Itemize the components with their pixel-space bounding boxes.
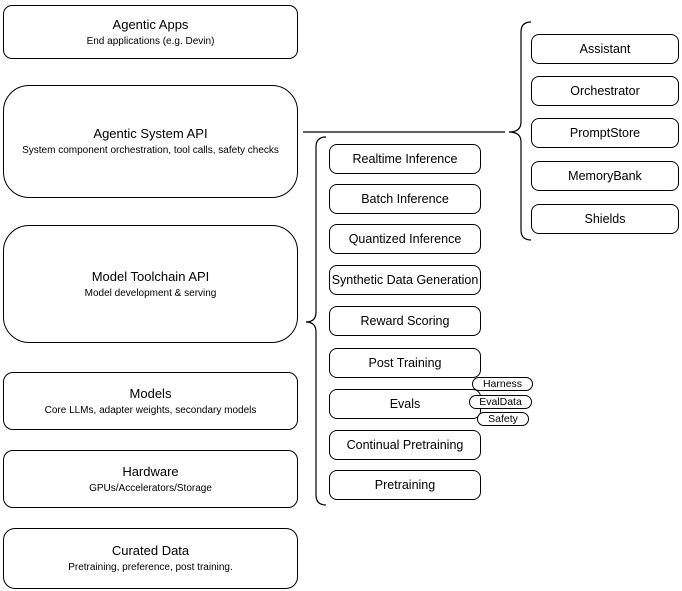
tag-safety: Safety [477,412,529,426]
node-agentic-system-api: Agentic System API System component orch… [3,85,298,198]
node-title: Hardware [122,463,179,479]
node-label: Shields [584,212,626,226]
node-assistant: Assistant [531,34,679,64]
node-title: Agentic System API [93,126,208,141]
node-title: Agentic Apps [112,16,189,32]
system-brace [508,21,532,241]
node-label: Synthetic Data Generation [331,273,479,287]
node-title: Models [129,385,172,401]
node-label: Orchestrator [570,84,640,98]
node-model-toolchain-api: Model Toolchain API Model development & … [3,225,298,343]
node-pretraining: Pretraining [329,470,481,500]
node-subtitle: Pretraining, preference, post training. [68,562,233,573]
node-subtitle: GPUs/Accelerators/Storage [89,482,212,494]
tag-label: Safety [488,412,518,425]
node-label: Assistant [579,42,631,56]
node-label: Post Training [368,356,442,370]
node-subtitle: Core LLMs, adapter weights, secondary mo… [44,404,257,416]
tag-label: Harness [482,377,523,390]
node-label: Pretraining [374,478,436,492]
node-label: Reward Scoring [360,314,450,328]
node-orchestrator: Orchestrator [531,76,679,106]
node-label: PromptStore [569,126,641,140]
node-curated-data: Curated Data Pretraining, preference, po… [3,528,298,589]
node-label: Evals [389,397,421,411]
node-label: Continual Pretraining [346,438,464,452]
node-synthetic-data-generation: Synthetic Data Generation [329,265,481,295]
tag-evaldata: EvalData [469,395,532,409]
node-subtitle: End applications (e.g. Devin) [86,35,215,47]
node-shields: Shields [531,204,679,234]
node-title: Model Toolchain API [91,268,210,284]
node-evals: Evals [329,389,481,419]
tag-harness: Harness [472,377,533,391]
tag-label: EvalData [479,395,522,408]
node-subtitle: System component orchestration, tool cal… [22,145,279,156]
node-batch-inference: Batch Inference [329,184,481,214]
node-continual-pretraining: Continual Pretraining [329,430,481,460]
node-agentic-apps: Agentic Apps End applications (e.g. Devi… [3,5,298,59]
node-subtitle: Model development & serving [84,287,217,299]
node-reward-scoring: Reward Scoring [329,306,481,336]
node-quantized-inference: Quantized Inference [329,224,481,254]
node-label: MemoryBank [568,169,642,183]
node-label: Batch Inference [361,192,449,206]
node-realtime-inference: Realtime Inference [329,144,481,174]
node-post-training: Post Training [329,348,481,378]
node-title: Curated Data [111,543,190,558]
node-hardware: Hardware GPUs/Accelerators/Storage [3,450,298,508]
node-promptstore: PromptStore [531,118,679,148]
node-label: Realtime Inference [352,152,458,166]
node-models: Models Core LLMs, adapter weights, secon… [3,372,298,430]
node-memorybank: MemoryBank [531,161,679,191]
toolchain-brace [305,136,327,506]
node-label: Quantized Inference [348,232,462,246]
